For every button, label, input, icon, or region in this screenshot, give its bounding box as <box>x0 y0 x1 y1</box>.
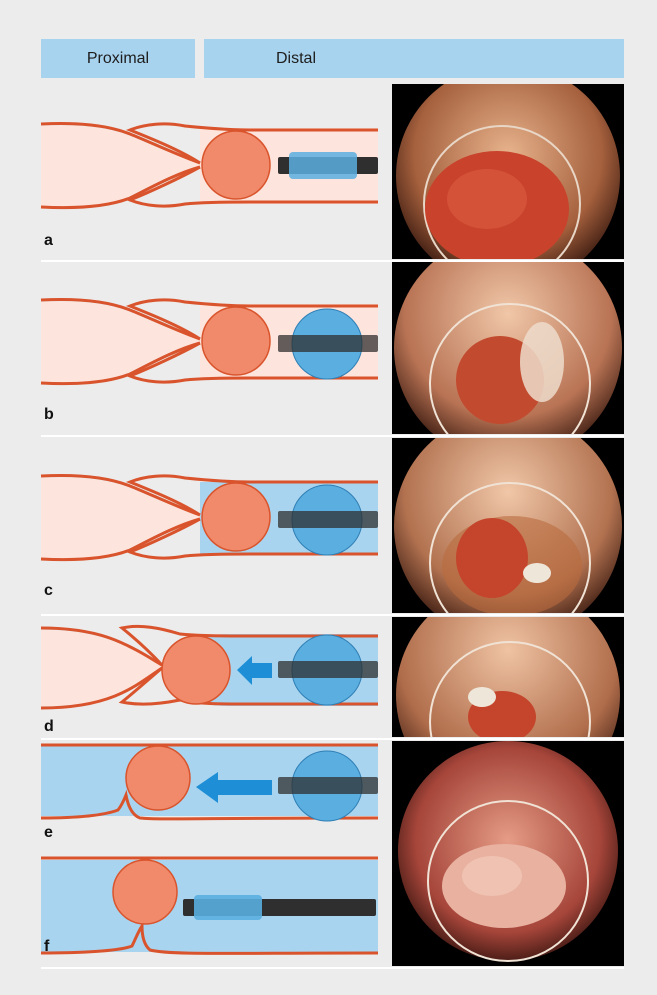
endoscopic-photo-b <box>392 262 624 434</box>
panel-d-schematic <box>41 626 378 708</box>
catheter <box>278 335 378 352</box>
panel-label-f: f <box>44 938 49 956</box>
endoscopic-photo-c <box>392 438 624 613</box>
panel-a-schematic <box>41 123 378 207</box>
panel-label-b: b <box>44 406 54 424</box>
row-separator <box>41 614 624 616</box>
endoscopic-photo-e-f <box>392 741 624 966</box>
lumen-fill <box>41 630 162 706</box>
polyp <box>126 746 190 810</box>
polyp <box>202 483 270 551</box>
lumen-fill <box>41 125 200 206</box>
panel-c-schematic <box>41 475 378 559</box>
endoscopic-photo-d <box>392 617 624 737</box>
panel-e-schematic <box>41 745 378 821</box>
catheter <box>278 777 378 794</box>
panel-b-schematic <box>41 299 378 383</box>
panel-f-schematic <box>41 858 378 953</box>
polyp <box>202 307 270 375</box>
catheter <box>278 661 378 678</box>
row-separator <box>41 738 624 740</box>
polyp <box>202 131 270 199</box>
lumen-fill <box>41 301 200 382</box>
balloon-deflated <box>194 895 262 920</box>
lumen-fill <box>41 477 200 558</box>
polyp <box>162 636 230 704</box>
balloon-deflated <box>289 152 357 179</box>
panel-label-d: d <box>44 718 54 736</box>
catheter <box>278 511 378 528</box>
row-separator <box>41 435 624 437</box>
panel-label-c: c <box>44 582 53 600</box>
endoscopic-photo-a <box>392 84 624 259</box>
panel-label-e: e <box>44 824 53 842</box>
polyp <box>113 860 177 924</box>
row-separator <box>41 967 624 969</box>
panel-label-a: a <box>44 232 53 250</box>
